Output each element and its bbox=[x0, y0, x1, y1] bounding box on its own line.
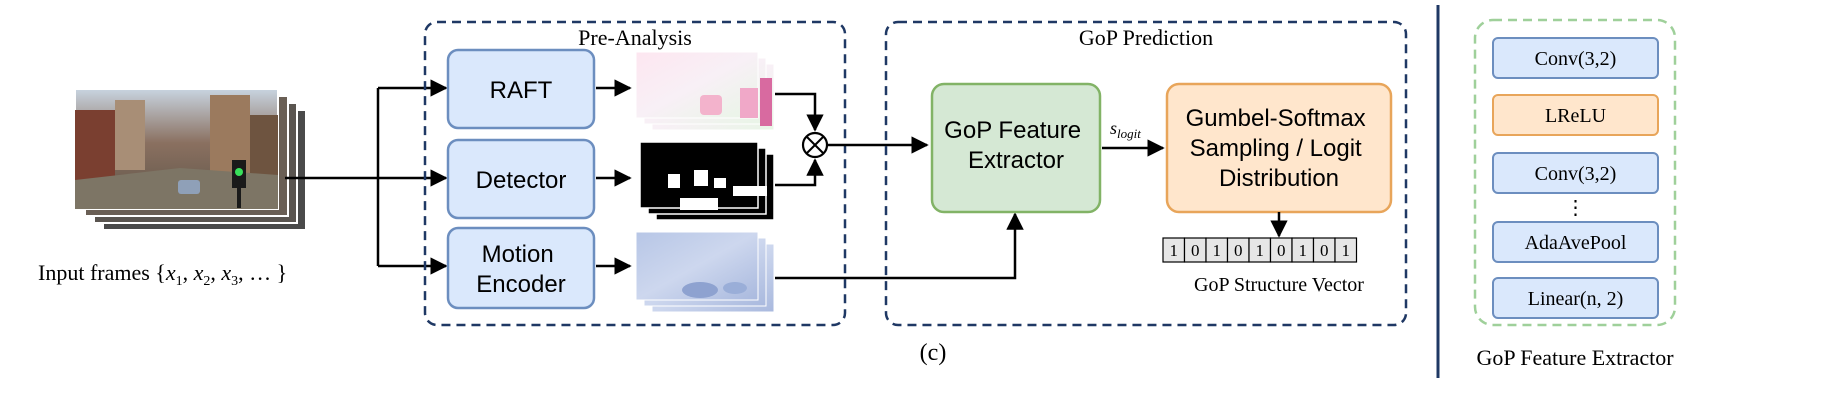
structure-vector-bit: 0 bbox=[1234, 241, 1243, 260]
extractor-detail-panel bbox=[1473, 18, 1677, 327]
input-frame-front bbox=[74, 88, 279, 210]
structure-vector-bit: 0 bbox=[1320, 241, 1329, 260]
extractor-layer-label: Linear(n, 2) bbox=[1528, 288, 1624, 310]
detector-label: Detector bbox=[476, 167, 567, 194]
pre-analysis-title: Pre-Analysis bbox=[578, 25, 692, 50]
structure-vector-bit: 1 bbox=[1256, 241, 1265, 260]
input-branch-arrows bbox=[285, 79, 448, 275]
input-frames-label: Input frames {x1, x2, x3, … } bbox=[38, 260, 287, 289]
combine-arrows bbox=[775, 92, 824, 187]
optical-flow-images bbox=[635, 51, 775, 131]
extractor-layer-label: AdaAvePool bbox=[1525, 232, 1627, 254]
gop-feature-extractor-module: GoP Feature Extractor bbox=[930, 82, 1102, 214]
extractor-layer: LReLU bbox=[1492, 94, 1659, 136]
extractor-layer-stack: Conv(3,2) LReLU Conv(3,2) ⋮ AdaAvePoolLinear… bbox=[1492, 37, 1659, 319]
extractor-layer-label: Conv(3,2) bbox=[1535, 48, 1617, 70]
gop-feature-extractor-label: GoP Feature Extractor bbox=[944, 117, 1088, 174]
structure-vector-bit: 0 bbox=[1277, 241, 1286, 260]
structure-vector-bit: 1 bbox=[1299, 241, 1308, 260]
structure-vector-bit: 0 bbox=[1191, 241, 1200, 260]
extractor-layer-label: Conv(3,2) bbox=[1535, 163, 1617, 185]
structure-vector-cell: 0 bbox=[1269, 237, 1293, 263]
motion-feature-arrow bbox=[775, 212, 1024, 280]
detector-module: Detector bbox=[446, 138, 596, 220]
structure-vector-bit: 1 bbox=[1170, 241, 1179, 260]
multiply-operator-icon bbox=[801, 131, 829, 159]
raft-label: RAFT bbox=[490, 77, 553, 104]
structure-vector-cell: 1 bbox=[1162, 237, 1186, 263]
motion-encoder-label: Motion Encoder bbox=[476, 241, 565, 298]
gumbel-softmax-label: Gumbel-Softmax Sampling / Logit Distribu… bbox=[1186, 105, 1373, 192]
input-frames-stack bbox=[74, 88, 307, 231]
structure-vector-bit: 1 bbox=[1342, 241, 1351, 260]
detection-mask-images bbox=[639, 141, 775, 221]
structure-vector-cell: 0 bbox=[1183, 237, 1207, 263]
gumbel-softmax-module: Gumbel-Softmax Sampling / Logit Distribu… bbox=[1165, 82, 1393, 214]
gop-prediction-panel: GoP Prediction bbox=[884, 20, 1408, 327]
extractor-layer: Conv(3,2) bbox=[1492, 37, 1659, 79]
layer-ellipsis: ⋮ bbox=[1566, 197, 1586, 219]
motion-map-images bbox=[635, 231, 775, 313]
gop-prediction-title: GoP Prediction bbox=[1079, 25, 1213, 50]
extractor-layer: Linear(n, 2) bbox=[1492, 277, 1659, 319]
gop-structure-vector-label: GoP Structure Vector bbox=[1194, 274, 1364, 296]
logit-label: slogit bbox=[1110, 118, 1141, 141]
panel-label: (c) bbox=[920, 340, 947, 366]
extractor-detail-caption: GoP Feature Extractor bbox=[1476, 345, 1674, 370]
pre-analysis-panel: Pre-Analysis bbox=[423, 20, 847, 327]
structure-vector-bit: 1 bbox=[1213, 241, 1222, 260]
structure-vector-cell: 1 bbox=[1334, 237, 1358, 263]
extractor-layer: AdaAvePool bbox=[1492, 221, 1659, 263]
structure-vector-cell: 1 bbox=[1291, 237, 1315, 263]
structure-vector-cell: 1 bbox=[1205, 237, 1229, 263]
module-output-arrows bbox=[596, 79, 632, 275]
structure-vector-cell: 0 bbox=[1312, 237, 1336, 263]
structure-vector-cell: 0 bbox=[1226, 237, 1250, 263]
motion-encoder-module: Motion Encoder bbox=[446, 226, 596, 310]
raft-module: RAFT bbox=[446, 48, 596, 130]
structure-vector-cell: 1 bbox=[1248, 237, 1272, 263]
extractor-layer: Conv(3,2) bbox=[1492, 152, 1659, 194]
extractor-layer-label: LReLU bbox=[1545, 105, 1607, 127]
